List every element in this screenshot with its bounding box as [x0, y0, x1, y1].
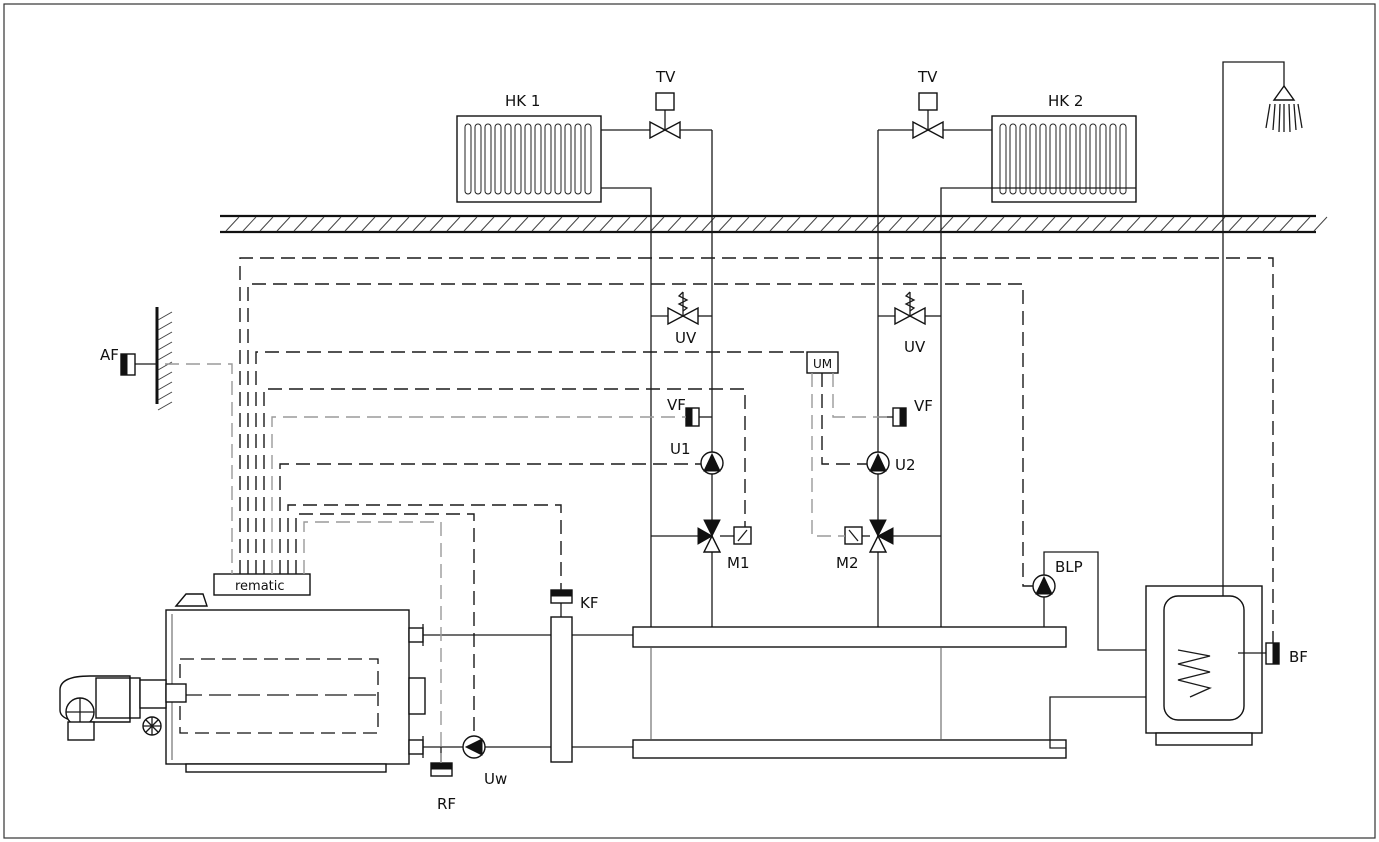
outdoor-sensor-af: AF: [100, 307, 173, 411]
return-sensor-rf: RF: [430, 762, 456, 813]
diagram-frame: [3, 3, 1376, 839]
pump-u1: U1: [670, 440, 724, 475]
label-vf1: VF: [667, 396, 686, 414]
shower-icon: [1265, 84, 1303, 133]
radiator-hk2: HK 2: [991, 92, 1137, 203]
circuit-2-pipes: [877, 130, 1136, 628]
label-rematic: rematic: [235, 579, 285, 594]
label-af: AF: [100, 346, 119, 364]
thermostatic-valve-tv1: TV: [601, 68, 712, 140]
label-kf: KF: [580, 594, 598, 612]
dhw-loading-pipes: [1043, 551, 1190, 749]
label-hk2: HK 2: [1048, 92, 1083, 110]
flow-sensor-vf1: VF: [667, 396, 712, 427]
module-um: UM: [806, 351, 839, 374]
boiler-sensor-kf: KF: [550, 589, 598, 612]
label-rf: RF: [437, 795, 456, 813]
hydraulic-separator: [550, 603, 573, 763]
label-uv1: UV: [675, 329, 697, 347]
label-tv1: TV: [655, 68, 676, 86]
label-tv2: TV: [917, 68, 938, 86]
manifold-return: [632, 739, 1067, 759]
flow-sensor-vf2: VF: [878, 397, 933, 427]
label-um: UM: [813, 357, 832, 371]
label-m1: M1: [727, 554, 750, 572]
boiler-pipes: [423, 634, 633, 763]
pump-u2: U2: [866, 451, 916, 475]
label-hk1: HK 1: [505, 92, 540, 110]
boiler: [165, 593, 426, 773]
controller-rematic: rematic: [213, 573, 311, 596]
control-wiring: [165, 257, 1274, 763]
label-vf2: VF: [914, 397, 933, 415]
label-blp: BLP: [1055, 558, 1083, 576]
pump-uw: Uw: [462, 735, 507, 788]
mixer-m2: M2: [836, 519, 894, 572]
burner: [59, 675, 187, 741]
label-bf: BF: [1289, 648, 1308, 666]
overflow-valve-uv1: UV: [667, 291, 699, 347]
overflow-valve-uv2: UV: [894, 291, 926, 356]
pump-blp: BLP: [1032, 558, 1083, 598]
label-uw: Uw: [484, 770, 507, 788]
mixer-m1: M1: [697, 519, 752, 572]
circuit-1-pipes: [601, 130, 713, 628]
manifold-connectors: [650, 597, 1045, 740]
storage-sensor-bf: BF: [1238, 642, 1308, 666]
label-m2: M2: [836, 554, 859, 572]
radiator-hk1: HK 1: [456, 92, 602, 203]
hot-water-line: [1222, 61, 1285, 596]
label-uv2: UV: [904, 338, 926, 356]
thermostatic-valve-tv2: TV: [878, 68, 992, 140]
floor-slab: [220, 214, 1328, 234]
dhw-storage-tank: [1145, 585, 1263, 746]
manifold-flow: [632, 626, 1067, 648]
label-u1: U1: [670, 440, 691, 458]
label-u2: U2: [895, 456, 916, 474]
